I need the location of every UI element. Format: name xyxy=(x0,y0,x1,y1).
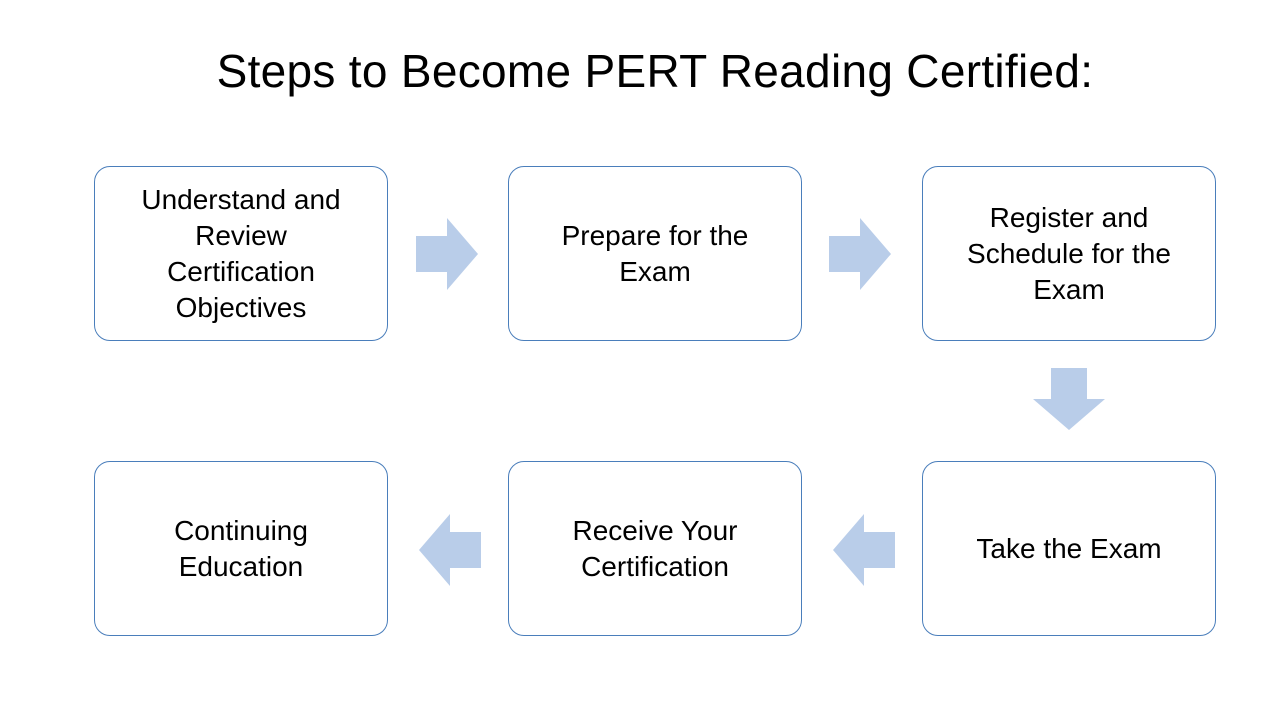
arrow-down-icon xyxy=(1033,368,1105,430)
step-box-continuing-education: Continuing Education xyxy=(94,461,388,636)
step-box-receive-certification: Receive Your Certification xyxy=(508,461,802,636)
step-box-register-schedule: Register and Schedule for the Exam xyxy=(922,166,1216,341)
step-label: Understand and Review Certification Obje… xyxy=(141,183,341,323)
arrow-right-icon xyxy=(416,218,478,290)
step-label: Take the Exam xyxy=(976,532,1162,564)
step-box-understand-review: Understand and Review Certification Obje… xyxy=(94,166,388,341)
step-box-prepare-exam: Prepare for the Exam xyxy=(508,166,802,341)
slide-title: Steps to Become PERT Reading Certified: xyxy=(216,45,1094,97)
step-box-take-exam: Take the Exam xyxy=(922,461,1216,636)
arrow-left-icon xyxy=(833,514,895,586)
step-label: Prepare for the Exam xyxy=(561,219,749,287)
step-label: Register and Schedule for the Exam xyxy=(967,201,1171,305)
step-label: Receive Your Certification xyxy=(572,514,738,582)
arrow-left-icon xyxy=(419,514,481,586)
step-label: Continuing Education xyxy=(174,514,308,582)
arrow-right-icon xyxy=(829,218,891,290)
